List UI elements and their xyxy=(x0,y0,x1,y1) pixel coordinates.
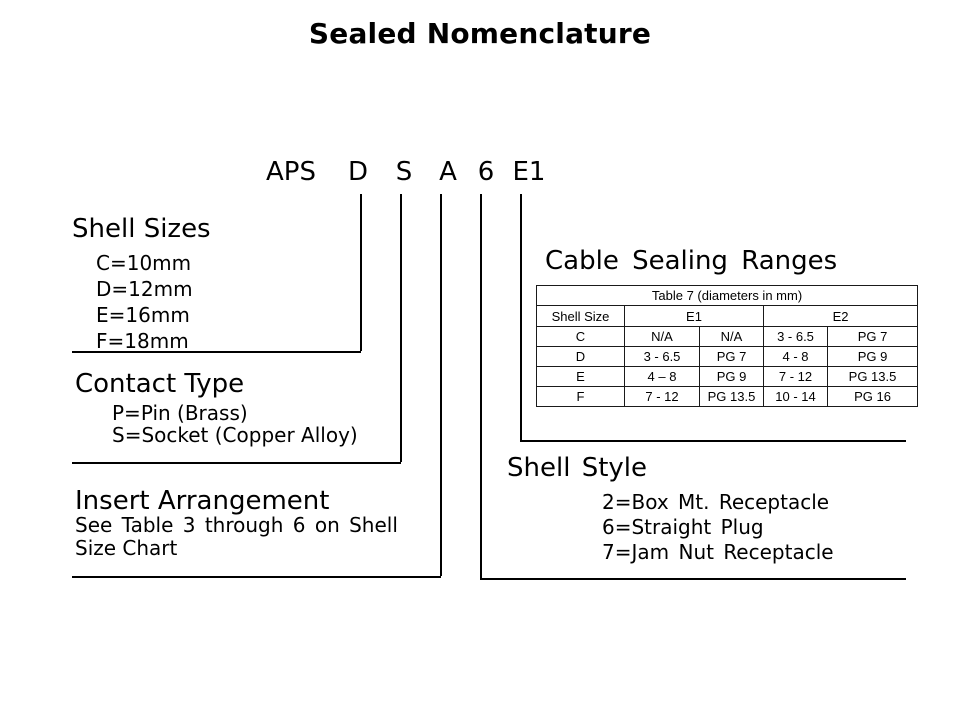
table-cell: 7 - 12 xyxy=(624,386,700,407)
contact-type-item: S=Socket (Copper Alloy) xyxy=(112,423,358,447)
shell-style-list: 2=Box Mt. Receptacle 6=Straight Plug 7=J… xyxy=(602,490,834,565)
code-prefix: APS xyxy=(266,157,316,187)
shell-size-item: E=16mm xyxy=(96,303,190,327)
cable-sealing-heading: Cable Sealing Ranges xyxy=(545,246,838,276)
leader-line-insert-arrangement xyxy=(440,194,442,576)
code-segment-cable-sealing: E1 xyxy=(512,157,546,187)
shell-style-item: 7=Jam Nut Receptacle xyxy=(602,540,834,564)
table-cell: 4 – 8 xyxy=(624,366,700,387)
table-cell: E xyxy=(536,366,625,387)
table-cell: PG 7 xyxy=(826,326,919,347)
leader-line-contact-type xyxy=(400,194,402,462)
insert-arrangement-note-line2: Size Chart xyxy=(75,536,178,560)
leader-line-shell-size xyxy=(360,194,362,351)
code-segment-insert-arrangement: A xyxy=(439,157,457,187)
shell-style-heading: Shell Style xyxy=(507,453,647,483)
table-cell: 3 - 6.5 xyxy=(763,326,828,347)
table-header-e1: E1 xyxy=(624,305,764,327)
table-cell: PG 16 xyxy=(826,386,919,407)
table-row: F 7 - 12 PG 13.5 10 - 14 PG 16 xyxy=(536,386,919,407)
underline-contact-type xyxy=(72,462,401,464)
insert-arrangement-heading: Insert Arrangement xyxy=(75,486,330,516)
shell-sizes-list: C=10mm D=12mm E=16mm F=18mm xyxy=(96,250,193,354)
table-header-e2: E2 xyxy=(762,305,919,327)
shell-style-item: 6=Straight Plug xyxy=(602,515,764,539)
table-header-shell-size: Shell Size xyxy=(536,305,625,327)
contact-type-list: P=Pin (Brass) S=Socket (Copper Alloy) xyxy=(112,402,358,446)
table-cell: N/A xyxy=(699,326,764,347)
table-cell: PG 9 xyxy=(826,346,919,367)
table-cell: 3 - 6.5 xyxy=(624,346,700,367)
shell-size-item: C=10mm xyxy=(96,251,192,275)
table-title: Table 7 (diameters in mm) xyxy=(535,285,919,306)
contact-type-heading: Contact Type xyxy=(75,369,245,399)
table-cell: F xyxy=(536,386,625,407)
underline-shell-sizes xyxy=(72,351,361,353)
code-segment-shell-size: D xyxy=(347,157,369,187)
table-cell: PG 13.5 xyxy=(826,366,919,387)
table-cell: D xyxy=(536,346,625,367)
table-row: E 4 – 8 PG 9 7 - 12 PG 13.5 xyxy=(536,366,919,387)
code-segment-contact-type: S xyxy=(395,157,413,187)
shell-size-item: D=12mm xyxy=(96,277,193,301)
underline-shell-style xyxy=(480,578,906,580)
table-cell: PG 13.5 xyxy=(699,386,764,407)
page-title: Sealed Nomenclature xyxy=(308,17,652,50)
shell-style-item: 2=Box Mt. Receptacle xyxy=(602,490,830,514)
table-cell: 7 - 12 xyxy=(763,366,828,387)
leader-line-cable-sealing xyxy=(520,194,522,440)
leader-line-shell-style xyxy=(480,194,482,578)
shell-sizes-heading: Shell Sizes xyxy=(72,214,211,244)
table-cell: PG 7 xyxy=(699,346,764,367)
table-cell: PG 9 xyxy=(699,366,764,387)
table-cell: C xyxy=(536,326,625,347)
underline-insert-arrangement xyxy=(72,576,441,578)
insert-arrangement-note-line1: See Table 3 through 6 on Shell xyxy=(75,513,398,537)
contact-type-item: P=Pin (Brass) xyxy=(112,401,248,425)
table-row: C N/A N/A 3 - 6.5 PG 7 xyxy=(536,326,919,347)
table-7-cable-sealing: Table 7 (diameters in mm) Shell Size E1 … xyxy=(535,285,919,407)
table-cell: 4 - 8 xyxy=(763,346,828,367)
table-cell: 10 - 14 xyxy=(763,386,828,407)
code-segment-shell-style: 6 xyxy=(477,157,495,187)
underline-cable-sealing xyxy=(520,440,906,442)
shell-size-item: F=18mm xyxy=(96,329,189,353)
table-row: D 3 - 6.5 PG 7 4 - 8 PG 9 xyxy=(536,346,919,367)
table-cell: N/A xyxy=(624,326,700,347)
